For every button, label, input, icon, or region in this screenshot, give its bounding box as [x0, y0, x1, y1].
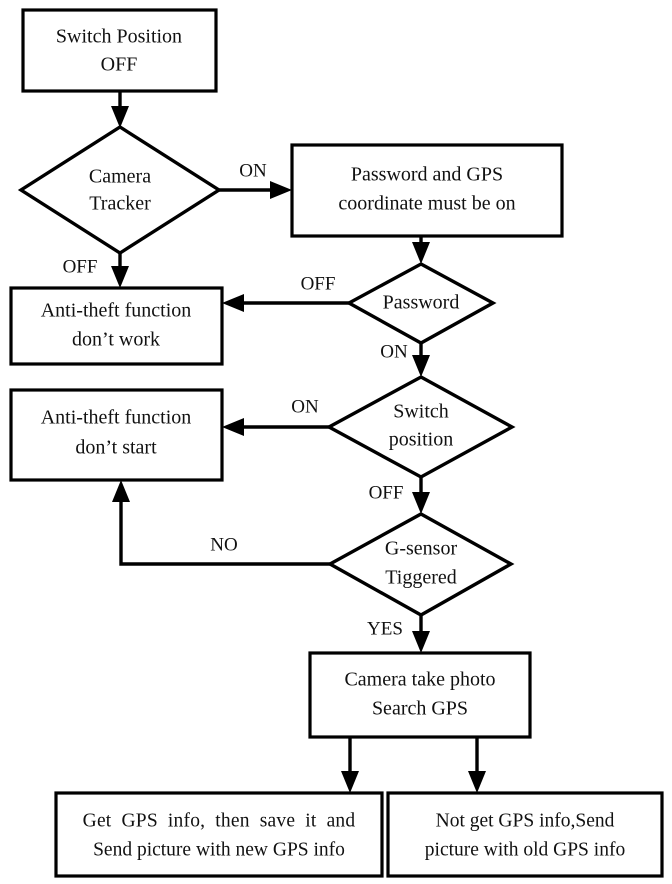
arrowhead-icon [412, 242, 430, 264]
node-anti-theft-dont-work[interactable]: Anti-theft function don’t work [9, 286, 224, 366]
edge-label-g-sensor-yes: YES [367, 618, 403, 639]
arrowhead-icon [111, 266, 129, 288]
edge-label-camera-tracker-on: ON [239, 160, 267, 181]
node-label-line-2: Send picture with new GPS info [93, 839, 345, 860]
decision-diamond [326, 512, 515, 617]
arrowhead-icon [112, 480, 130, 502]
edge-label-switch-position-on: ON [291, 396, 319, 417]
edge-label-switch-position-off: OFF [369, 482, 404, 503]
node-label-line-2: don’t start [75, 437, 157, 459]
process-box [9, 286, 224, 366]
node-label-line-1: Password and GPS [351, 164, 503, 186]
node-label-line-2: Tracker [89, 193, 151, 215]
node-label-line-1: Switch Position [56, 26, 182, 48]
edge-switch-position-to-g-sensor: OFF [369, 477, 430, 514]
edge-switch-position-to-anti-theft-dont-start: ON [222, 396, 329, 436]
process-box [308, 651, 532, 739]
node-label-line-1: Not get GPS info,Send [436, 810, 615, 831]
node-label-line-1: Switch [393, 401, 449, 423]
edge-label-password-off: OFF [301, 273, 336, 294]
edge-camera-take-photo-to-get-gps-info [341, 737, 359, 793]
node-label-line-1: Anti-theft function [41, 407, 192, 429]
arrowhead-icon [222, 294, 244, 312]
node-label-line-1: Get GPS info, then save it and [83, 810, 356, 831]
node-g-sensor-triggered[interactable]: G-sensor Tiggered [326, 512, 515, 617]
edge-g-sensor-to-camera-take-photo: YES [367, 615, 430, 653]
edge-switch-position-off-to-camera-tracker [111, 91, 129, 128]
edge-camera-tracker-to-password-gps: ON [219, 160, 292, 199]
edge-label-password-on: ON [380, 341, 408, 362]
arrowhead-icon [468, 771, 486, 793]
arrowhead-icon [412, 355, 430, 377]
node-switch-position-off[interactable]: Switch Position OFF [21, 8, 218, 93]
node-label-line-2: don’t work [72, 329, 160, 351]
process-box [9, 388, 224, 482]
arrowhead-icon [270, 181, 292, 199]
decision-diamond [345, 262, 497, 345]
node-camera-take-photo[interactable]: Camera take photo Search GPS [308, 651, 532, 739]
edge-label-g-sensor-no: NO [210, 534, 237, 555]
decision-diamond [17, 124, 223, 256]
process-box [386, 791, 664, 878]
edge-label-camera-tracker-off: OFF [63, 256, 98, 277]
node-camera-tracker[interactable]: Camera Tracker [17, 124, 223, 256]
arrowhead-icon [341, 771, 359, 793]
arrowhead-icon [222, 418, 244, 436]
process-box [290, 143, 564, 238]
node-anti-theft-dont-start[interactable]: Anti-theft function don’t start [9, 388, 224, 482]
edge-password-gps-to-password [412, 236, 430, 264]
node-password[interactable]: Password [345, 262, 497, 345]
node-label-line-1: Camera take photo [344, 669, 495, 691]
edge-g-sensor-to-anti-theft-dont-start: NO [112, 480, 330, 566]
node-not-get-gps-info[interactable]: Not get GPS info,Send picture with old G… [386, 791, 664, 878]
edge-camera-take-photo-to-not-get-gps-info [468, 737, 486, 793]
edge-password-to-switch-position: ON [380, 341, 430, 377]
node-label-line-1: Camera [89, 166, 151, 188]
node-label-line-2: picture with old GPS info [425, 839, 625, 860]
node-label-line-2: OFF [101, 54, 138, 76]
node-switch-position[interactable]: Switch position [325, 375, 516, 479]
node-label-line-2: Search GPS [372, 698, 468, 720]
arrowhead-icon [111, 106, 129, 128]
arrowhead-icon [412, 631, 430, 653]
edge-camera-tracker-to-anti-theft-dont-work: OFF [63, 253, 129, 288]
process-box [21, 8, 218, 93]
edge-password-to-anti-theft-dont-work: OFF [222, 273, 349, 312]
node-label-line-1: G-sensor [385, 538, 458, 560]
node-label-line-2: coordinate must be on [338, 193, 515, 215]
decision-diamond [325, 375, 516, 479]
node-label-line-2: position [389, 429, 453, 451]
node-label-line-2: Tiggered [385, 567, 456, 589]
node-password-gps-on[interactable]: Password and GPS coordinate must be on [290, 143, 564, 238]
process-box [54, 791, 384, 878]
node-label-line-1: Anti-theft function [41, 300, 192, 322]
arrowhead-icon [412, 492, 430, 514]
node-get-gps-info[interactable]: Get GPS info, then save it and Send pict… [54, 791, 384, 878]
node-label-line-1: Password [383, 292, 460, 314]
